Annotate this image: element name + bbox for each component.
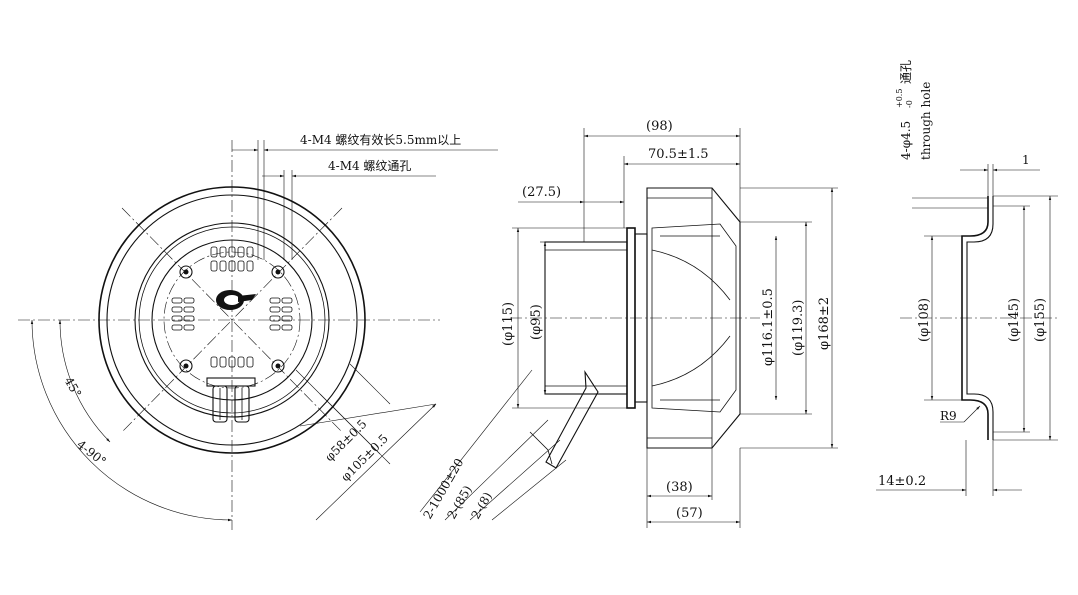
angle-4x90-label: 4-90° [74, 437, 109, 468]
front-view: 4-M4 螺纹有效长5.5mm以上 4-M4 螺纹通孔 45° 4-90° φ5… [18, 132, 567, 530]
dim-57-label: (57) [676, 506, 703, 521]
radius-label: R9 [940, 409, 957, 423]
dia-95-label: (φ95) [529, 304, 544, 340]
dia-168-label: φ168±2 [817, 297, 832, 350]
offset-27-label: (27.5) [522, 185, 561, 200]
angle-45-label: 45° [61, 375, 84, 400]
cable-8-label: 2-(8) [468, 490, 494, 522]
thickness-label: 1 [1022, 153, 1030, 167]
hole-en-label: through hole [919, 82, 933, 160]
brand-logo [216, 290, 256, 310]
ring-view: 4-φ4.5 +0.5 -0 通孔 through hole 1 (φ108) … [876, 60, 1060, 496]
ring-dia-108-label: (φ108) [917, 298, 932, 342]
hole-tol-upper: +0.5 [895, 89, 904, 108]
dia-119-label: (φ119.3) [791, 300, 806, 356]
dia-115-label: (φ115) [501, 302, 516, 346]
ring-dia-155-label: (φ155) [1033, 298, 1048, 342]
callout-thread-depth: 4-M4 螺纹有效长5.5mm以上 [300, 132, 461, 147]
hole-cn-label: 通孔 [899, 60, 913, 84]
dia-116-label: φ116.1±0.5 [761, 288, 776, 366]
ring-dia-145-label: (φ145) [1007, 298, 1022, 342]
callout-thread-through: 4-M4 螺纹通孔 [328, 159, 411, 173]
hole-tol-lower: -0 [905, 100, 914, 108]
ring-height-label: 14±0.2 [878, 474, 926, 489]
depth-70-label: 70.5±1.5 [648, 147, 709, 162]
dim-38-label: (38) [666, 480, 693, 495]
depth-98-label: (98) [646, 119, 673, 134]
hole-label: 4-φ4.5 [899, 121, 913, 160]
side-view: (98) 70.5±1.5 (27.5) (φ115) (φ95) φ116.1… [501, 119, 838, 528]
